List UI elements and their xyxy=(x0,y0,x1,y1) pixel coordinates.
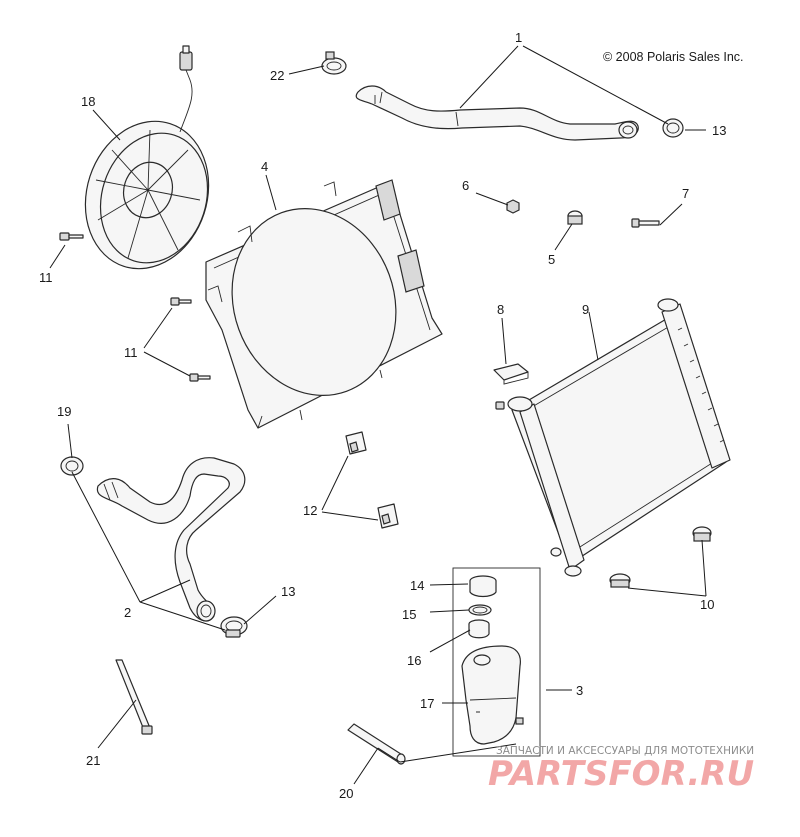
copyright-notice: © 2008 Polaris Sales Inc. xyxy=(603,50,744,64)
callout-19: 19 xyxy=(57,404,71,419)
mount-bracket-12-upper xyxy=(345,431,367,455)
overflow-hose-20 xyxy=(347,723,406,765)
partsfor-watermark: ЗАПЧАСТИ И АКСЕССУАРЫ ДЛЯ МОТОТЕХНИКИ PA… xyxy=(488,745,754,794)
callout-13-upper: 13 xyxy=(712,123,726,138)
bolt-7 xyxy=(631,218,660,228)
hose-clamp-13-upper xyxy=(662,118,684,138)
seal-15 xyxy=(468,604,492,616)
callout-20: 20 xyxy=(339,786,353,801)
callout-15: 15 xyxy=(402,607,416,622)
callout-13-lower: 13 xyxy=(281,584,295,599)
callout-11-left: 11 xyxy=(39,270,53,285)
bolt-11-left xyxy=(59,232,84,241)
mount-bracket-12-lower xyxy=(377,503,399,529)
radiator-cap xyxy=(495,401,505,410)
callout-12: 12 xyxy=(303,503,317,518)
bolts-11-center xyxy=(170,297,211,382)
cooling-fan-assembly xyxy=(84,45,210,270)
callout-labels: 1 22 13 18 11 4 6 5 7 8 9 11 19 12 10 2 … xyxy=(39,30,726,801)
leader-lines xyxy=(49,45,707,785)
callout-2: 2 xyxy=(124,605,131,620)
radiator xyxy=(507,298,731,577)
callout-8: 8 xyxy=(497,302,504,317)
reservoir-cap-14 xyxy=(469,575,497,598)
sleeve-16 xyxy=(468,619,490,639)
reservoir-bottle-17 xyxy=(461,645,524,745)
callout-17: 17 xyxy=(420,696,434,711)
callout-7: 7 xyxy=(682,186,689,201)
grommet-5 xyxy=(567,210,583,225)
mount-grommet-10-a xyxy=(692,526,712,542)
radiator-bracket-8 xyxy=(493,363,529,385)
fan-shroud xyxy=(205,179,443,429)
callout-3: 3 xyxy=(576,683,583,698)
hose-clamp-22 xyxy=(321,51,347,75)
callout-4: 4 xyxy=(261,159,268,174)
watermark-logo: PARTSFOR.RU xyxy=(488,754,754,794)
callout-10: 10 xyxy=(700,597,714,612)
mount-grommet-10-b xyxy=(609,573,631,588)
watermark-tagline: ЗАПЧАСТИ И АКСЕССУАРЫ ДЛЯ МОТОТЕХНИКИ xyxy=(496,745,754,757)
callout-21: 21 xyxy=(86,753,100,768)
callout-14: 14 xyxy=(410,578,424,593)
callout-16: 16 xyxy=(407,653,421,668)
callout-9: 9 xyxy=(582,302,589,317)
callout-11-center: 11 xyxy=(124,345,138,360)
callout-6: 6 xyxy=(462,178,469,193)
upper-radiator-hose xyxy=(355,85,639,141)
callout-1: 1 xyxy=(515,30,522,45)
nut-6 xyxy=(506,199,520,214)
callout-22: 22 xyxy=(270,68,284,83)
cable-tie-21 xyxy=(115,659,153,735)
coolant-reservoir-group xyxy=(452,567,541,757)
callout-5: 5 xyxy=(548,252,555,267)
lower-radiator-hose xyxy=(96,457,246,622)
callout-18: 18 xyxy=(81,94,95,109)
hose-clamp-13-lower xyxy=(220,616,248,638)
